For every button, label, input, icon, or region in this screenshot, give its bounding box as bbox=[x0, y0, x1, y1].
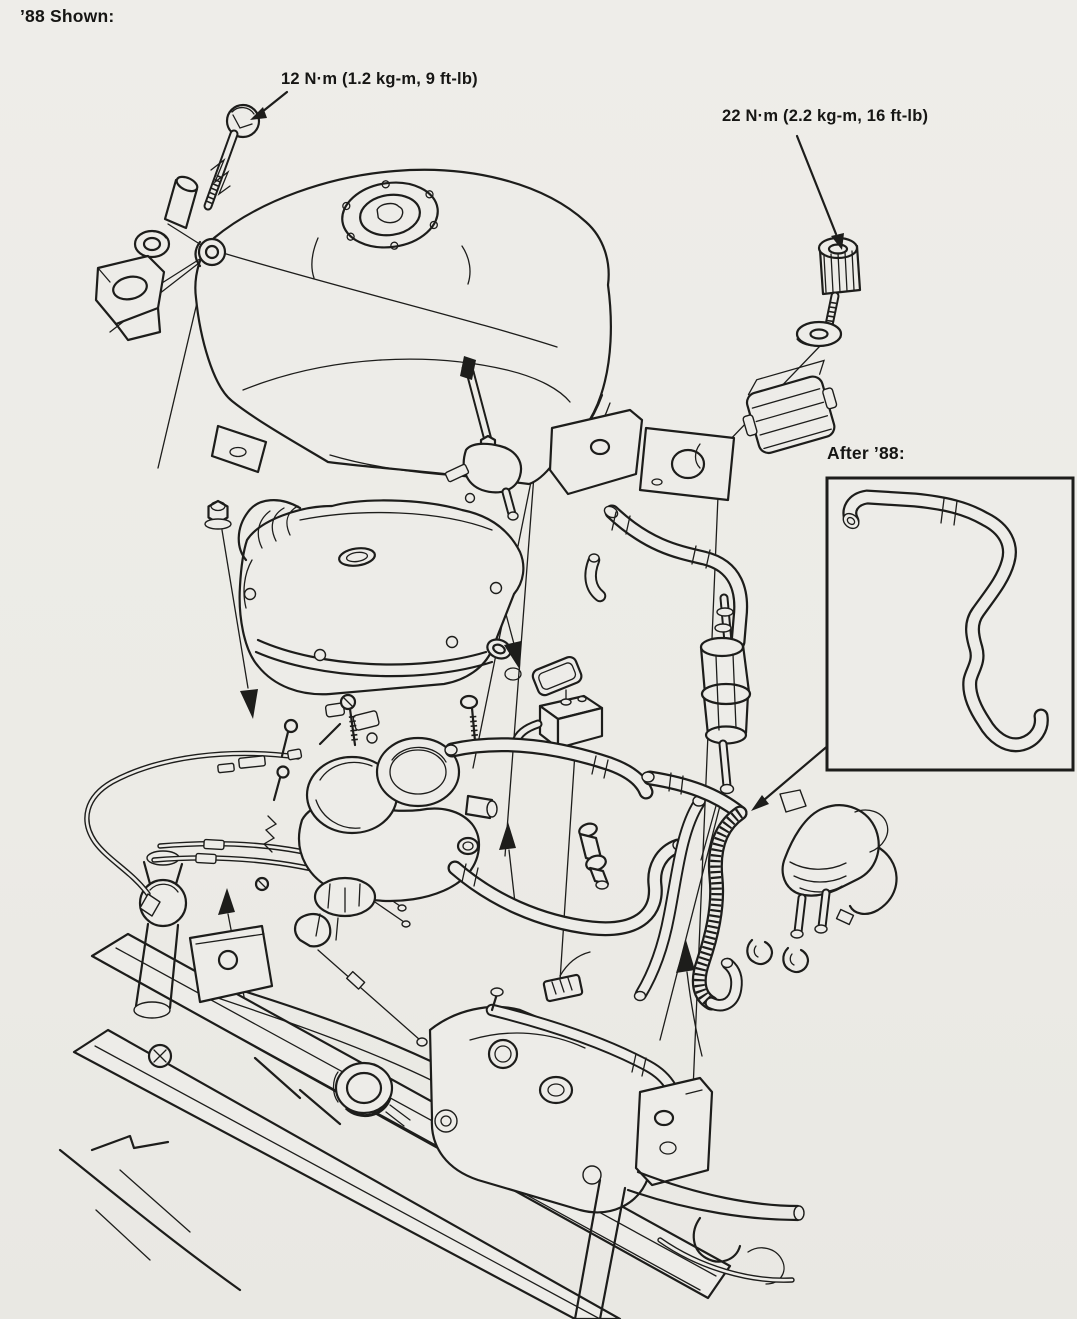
fuel-joint-pipe bbox=[578, 822, 610, 890]
throttle-and-choke-cables bbox=[87, 748, 411, 928]
fuel-pump bbox=[746, 789, 898, 974]
torque-label-rear-bolt: 22 N·m (2.2 kg-m, 16 ft-lb) bbox=[722, 107, 929, 125]
after-88-inset bbox=[751, 476, 1075, 811]
fuel-filter bbox=[699, 593, 752, 795]
inset-caption: After ’88: bbox=[827, 443, 905, 463]
fuel-valve-petcock bbox=[444, 434, 523, 521]
fuel-tank bbox=[194, 168, 736, 521]
carburetor bbox=[254, 702, 498, 941]
spiral-fuel-hose bbox=[633, 772, 741, 1005]
inset-box bbox=[825, 476, 1075, 772]
air-cleaner-cover bbox=[204, 499, 604, 754]
engine-and-frame bbox=[58, 850, 805, 1319]
page-caption: ’88 Shown: bbox=[20, 6, 115, 26]
torque-label-front-bolt: 12 N·m (1.2 kg-m, 9 ft-lb) bbox=[281, 70, 478, 88]
fuel-filler-cap bbox=[341, 180, 439, 250]
torque-rear-leader-line bbox=[795, 134, 838, 236]
rear-rubber-mount bbox=[742, 359, 838, 455]
fuel-hoses bbox=[444, 504, 741, 929]
inset-leader-line bbox=[762, 742, 832, 802]
front-mount-hardware bbox=[94, 103, 261, 342]
torque-front-leader-line bbox=[260, 90, 289, 114]
arrows bbox=[218, 90, 844, 973]
rear-mount-hardware bbox=[742, 236, 862, 455]
